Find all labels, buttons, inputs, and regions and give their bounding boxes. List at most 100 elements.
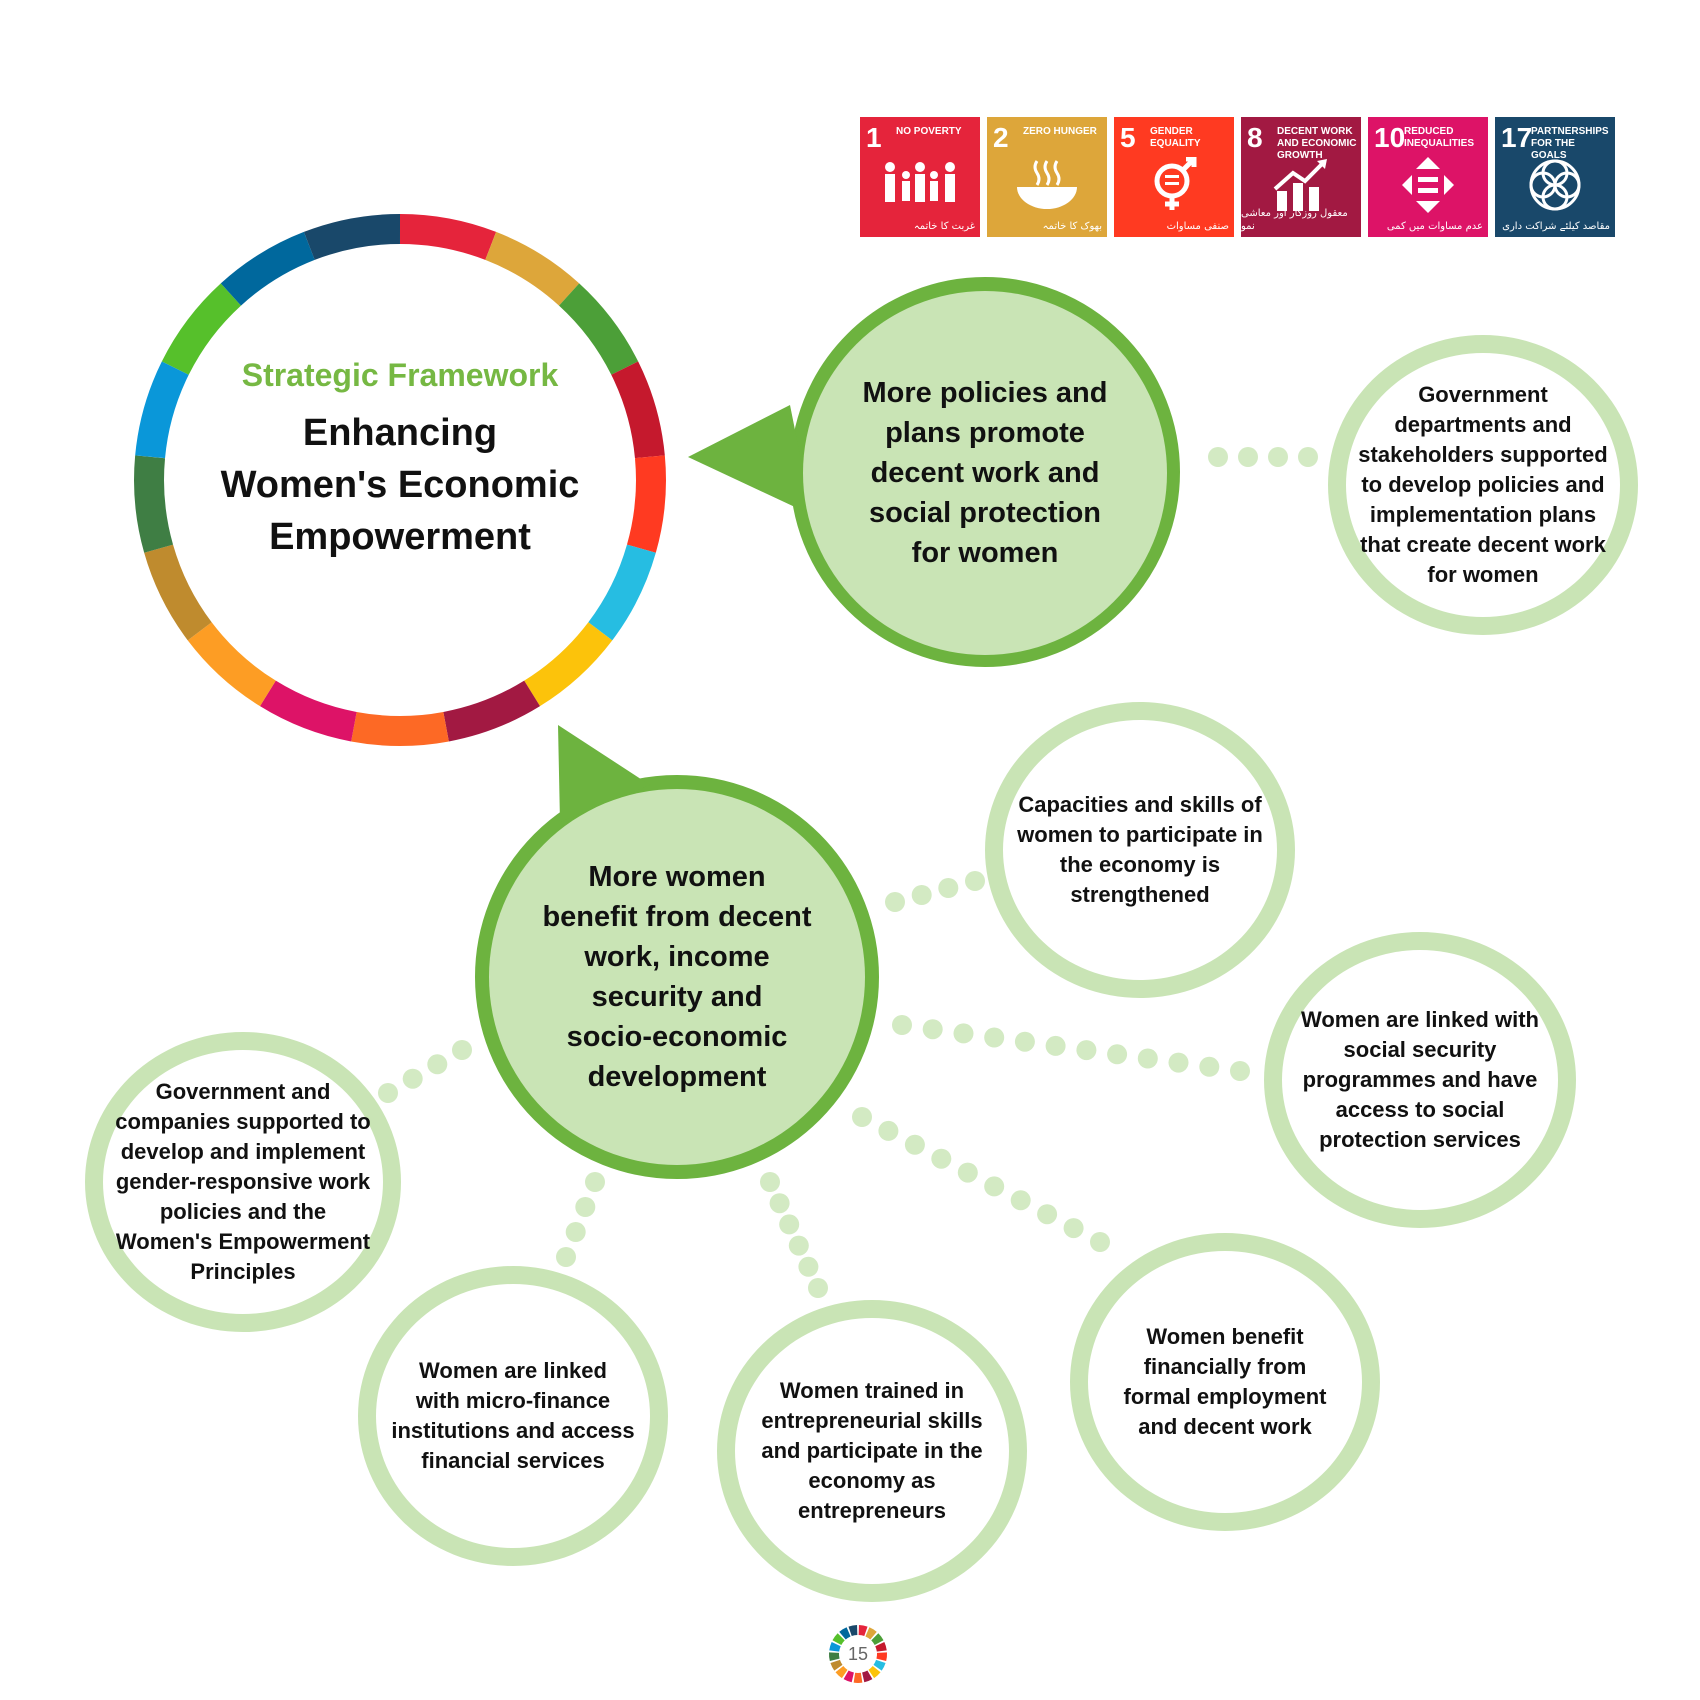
output-text: Government and companies supported to de… (115, 1077, 370, 1287)
sdg-name: Reduced Inequalities (1404, 126, 1475, 149)
sdg-tile-2: 2 Zero Hunger بھوک کا خاتمہ (987, 117, 1107, 237)
output-formal-employment-bubble: Women benefit financially from formal em… (1070, 1233, 1380, 1531)
outcome-line: for women (911, 537, 1059, 569)
connector-dot (378, 1083, 398, 1103)
connector-dot (904, 1134, 925, 1155)
connector-dot (402, 1068, 423, 1089)
dotted-connectors (378, 447, 1318, 1298)
framework-title-line: Women's Economic (220, 464, 580, 506)
outcome-line: benefit from decent (542, 901, 812, 933)
connector-dot (556, 1247, 576, 1267)
connector-dot (1090, 1232, 1110, 1252)
sdg-name: Zero Hunger (1023, 126, 1097, 137)
connector-dot (788, 1235, 809, 1256)
ring-segment (220, 231, 315, 306)
framework-label: Strategic Framework (241, 357, 559, 393)
connector-dot (957, 1162, 978, 1183)
sdg-urdu-caption: صنفی مساوات (1166, 221, 1229, 232)
output-text: Women benefit financially from formal em… (1124, 1322, 1327, 1442)
output-line: and decent work (1138, 1414, 1312, 1439)
connector-dot (1168, 1052, 1189, 1073)
output-text: Capacities and skills of women to partic… (1017, 790, 1263, 910)
output-line: programmes and have (1302, 1067, 1538, 1092)
connector-dot (1063, 1218, 1084, 1239)
output-line: financial services (421, 1448, 605, 1473)
outcome-line: social protection (868, 497, 1102, 529)
output-line: for women (1427, 562, 1539, 587)
sdg-number: 2 (993, 122, 1009, 153)
output-line: departments and (1394, 412, 1572, 437)
output-line: Government and (155, 1079, 331, 1104)
ring-segment (399, 213, 497, 260)
connector-dot (938, 878, 959, 898)
outcome-line: decent work and (870, 457, 1100, 489)
ring-segment (829, 1642, 841, 1652)
output-line: the economy is (1059, 852, 1221, 877)
connector-dot (1010, 1190, 1031, 1211)
output-line: Women trained in (779, 1378, 965, 1403)
connector-dot (798, 1256, 819, 1277)
connector-dot (1230, 1061, 1250, 1081)
connector-dot (1268, 447, 1288, 467)
partnership-flower-icon (1529, 159, 1581, 211)
ring-segment (858, 1625, 868, 1637)
sdg-goals-strip: 1 No Poverty غربت کا خاتمہ 2 Zero Hunger… (860, 117, 1615, 237)
connector-dot (575, 1197, 596, 1217)
ring-segment (134, 455, 174, 553)
connector-dot (779, 1214, 800, 1235)
sdg-urdu-caption: معقول روزگار اور معاشی نمو (1241, 208, 1348, 232)
ring-segment (588, 544, 656, 641)
equality-arrows-icon (1402, 157, 1454, 213)
framework-title-line: Enhancing (302, 412, 498, 454)
ring-segment (861, 1670, 873, 1683)
output-policy-support-bubble: Government departments and stakeholders … (1328, 335, 1638, 635)
output-line: protection services (1319, 1127, 1521, 1152)
output-line: stakeholders supported (1358, 442, 1608, 467)
connector-dot (1238, 447, 1258, 467)
output-line: with micro-finance (415, 1388, 611, 1413)
connector-dot (878, 1120, 899, 1141)
output-text: Women are linked with social security pr… (1301, 1005, 1539, 1155)
connector-dot (892, 1015, 912, 1035)
ring-segment (830, 1659, 843, 1671)
connector-dot (1045, 1035, 1066, 1056)
ring-segment (835, 1665, 848, 1679)
ring-segment (848, 1625, 858, 1637)
output-line: women to participate in (1017, 822, 1263, 847)
outcome-1-bubble: More policies and plans promote decent w… (803, 291, 1167, 655)
sdg-name: Gender Equality (1150, 126, 1201, 149)
gender-equality-icon (1154, 157, 1197, 210)
ring-segment (523, 622, 613, 707)
sdg-tile-8: 8 Decent Work and Economic Growth معقول … (1241, 117, 1361, 237)
connector-dot (953, 1023, 974, 1044)
connector-dot (808, 1278, 828, 1298)
ring-segment (873, 1659, 886, 1671)
ring-segment (611, 361, 665, 459)
ring-segment (871, 1633, 884, 1646)
ring-segment (865, 1627, 877, 1640)
connector-dot (1107, 1044, 1128, 1065)
ring-segment (832, 1633, 845, 1646)
connector-dot (852, 1107, 872, 1127)
framework-title: Enhancing Women's Economic Empowerment (140, 407, 660, 563)
ring-segment (485, 231, 580, 306)
output-line: gender-responsive work (115, 1169, 371, 1194)
output-micro-finance-bubble: Women are linked with micro-finance inst… (358, 1266, 668, 1566)
ring-segment (843, 1670, 855, 1683)
output-line: economy as (808, 1468, 936, 1493)
output-line: implementation plans (1369, 502, 1597, 527)
output-line: entrepreneurial skills (761, 1408, 983, 1433)
outcome-line: security and (591, 981, 763, 1013)
output-text: Government departments and stakeholders … (1358, 380, 1607, 590)
ring-segment (443, 680, 540, 742)
output-line: strengthened (1070, 882, 1210, 907)
framework-title-block: Strategic Framework Enhancing Women's Ec… (140, 355, 660, 563)
output-line: that create decent work (1360, 532, 1606, 557)
ring-segment (351, 711, 449, 746)
outcome-2-ring (475, 775, 879, 1179)
ring-segment (839, 1627, 851, 1640)
sdg-urdu-caption: غربت کا خاتمہ (913, 221, 975, 232)
sdg-name: No Poverty (896, 126, 962, 137)
ring-segment (875, 1642, 887, 1652)
outcome-line: More women (588, 861, 766, 893)
